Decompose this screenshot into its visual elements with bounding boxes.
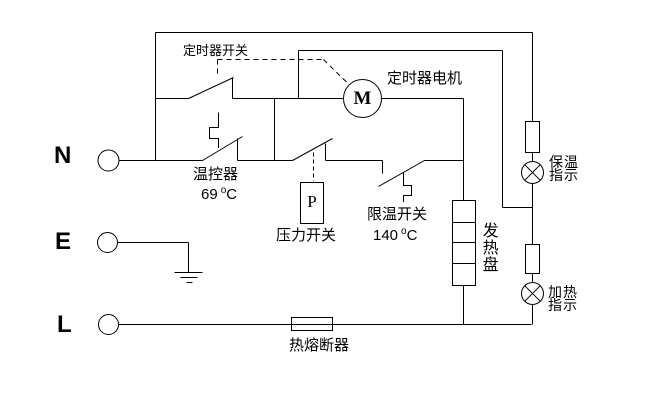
limit-switch-degree-mark: o [401, 226, 407, 237]
timer-motor-symbol [343, 79, 382, 118]
timer-link-dashed-line [217, 59, 349, 85]
terminal-e-label: E [55, 228, 72, 255]
limit-switch-symbol [378, 160, 425, 202]
heater-plate-symbol [452, 200, 476, 286]
limit-switch-label: 限温开关 [367, 206, 428, 223]
keep-warm-lamp-symbol [521, 161, 544, 184]
heating-lamp-symbol [521, 282, 544, 305]
keep-warm-indicator-label: 保温指示 [549, 154, 579, 183]
pressure-switch-symbol [292, 138, 333, 224]
thermal-fuse-symbol [291, 317, 333, 331]
resistor-symbols [525, 121, 540, 274]
terminal-n-label: N [54, 142, 72, 169]
timer-switch-symbol [188, 77, 234, 99]
heating-indicator-label: 加热指示 [548, 284, 578, 313]
limit-switch-temp-unit: C [406, 227, 418, 244]
wires [118, 32, 533, 325]
limit-switch-temp-value: 140 [373, 227, 399, 244]
pressure-switch-letter: P [307, 192, 317, 211]
thermostat-temp-unit: C [226, 186, 238, 203]
thermal-fuse-label: 热熔断器 [289, 337, 350, 354]
ground-symbol [117, 242, 203, 283]
thermostat-symbol [202, 112, 243, 161]
thermostat-degree-mark: o [220, 185, 227, 196]
terminal-e-circle [97, 232, 118, 253]
thermostat-temp-value: 69 [201, 186, 218, 203]
timer-motor-label: 定时器电机 [387, 70, 463, 87]
timer-motor-letter: M [353, 88, 372, 109]
pressure-switch-label: 压力开关 [276, 227, 337, 244]
heater-plate-label: 发热盘 [479, 222, 497, 273]
terminal-n-circle [97, 149, 120, 172]
terminal-l-circle [98, 314, 119, 335]
terminal-l-label: L [57, 311, 72, 338]
timer-switch-label: 定时器开关 [183, 43, 249, 58]
thermostat-label: 温控器 [193, 166, 239, 183]
